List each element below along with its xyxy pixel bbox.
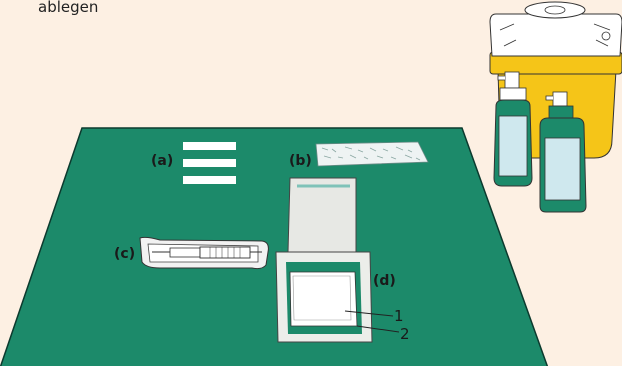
label-b: (b) — [289, 153, 312, 169]
label-a: (a) — [151, 153, 173, 169]
label-1: 1 — [394, 307, 404, 325]
sterile-drape — [0, 128, 548, 366]
disinfectant-bottle-icon — [494, 72, 532, 186]
label-d: (d) — [373, 273, 396, 289]
label-2: 2 — [400, 325, 410, 343]
syringe-in-packaging-icon — [140, 237, 268, 268]
adhesive-tape-strips-icon — [183, 142, 236, 184]
gauze-pad-icon — [316, 142, 428, 166]
label-c: (c) — [114, 246, 135, 262]
